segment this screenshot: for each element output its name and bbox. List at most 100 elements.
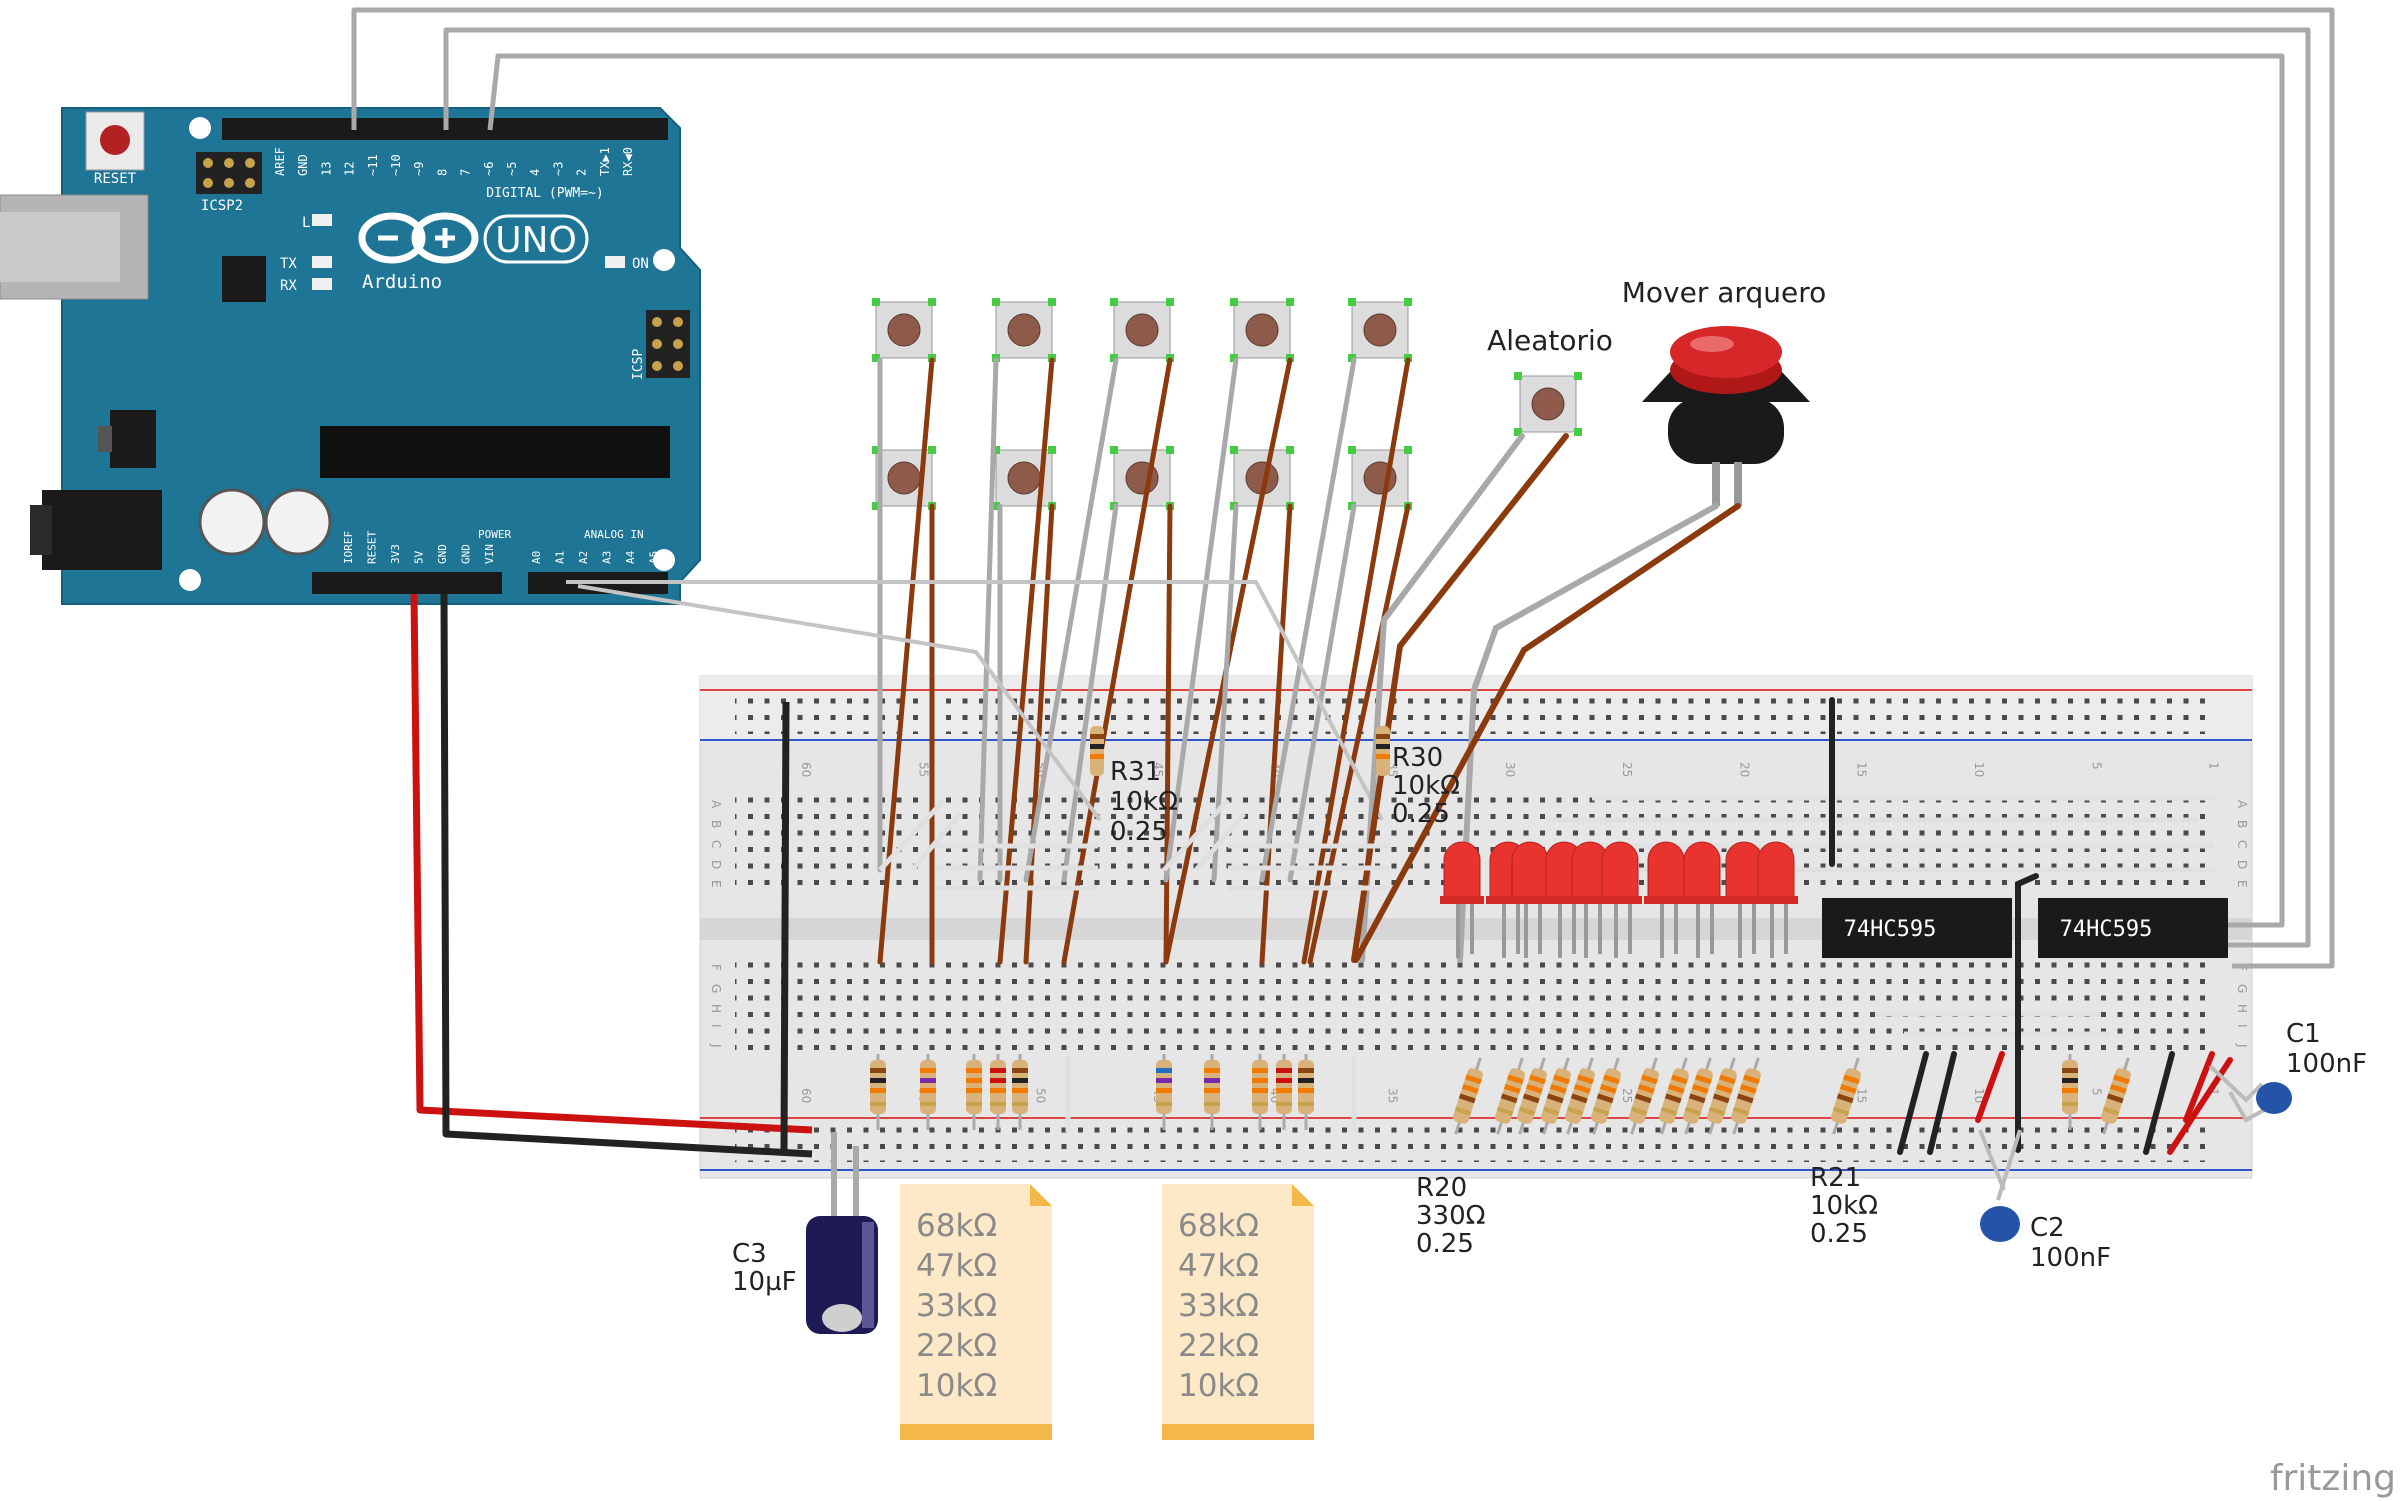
usb-chip: [222, 256, 266, 302]
ic-74hc595-2: 74HC595: [2038, 898, 2228, 958]
led: [1440, 841, 1484, 958]
button-wire: [1211, 503, 1239, 883]
svg-text:C1: C1: [2286, 1019, 2321, 1049]
column-number: 20: [1737, 762, 1751, 777]
capacitor-c1: [2208, 1064, 2292, 1123]
led: [1680, 841, 1724, 958]
row-letter: I: [709, 1024, 723, 1028]
analog-pin-label: A1: [554, 551, 567, 564]
led-array: [1440, 841, 1798, 958]
resistor: [920, 1054, 936, 1130]
tx-led-label: TX: [280, 256, 297, 272]
resistor: [1629, 1057, 1659, 1135]
push-button[interactable]: [1230, 446, 1294, 510]
note-line: 47kΩ: [916, 1248, 997, 1284]
resistor-r30: [1376, 726, 1390, 776]
svg-text:0.25: 0.25: [1392, 799, 1450, 829]
resistor: [1252, 1054, 1268, 1130]
svg-text:R31: R31: [1110, 757, 1161, 787]
icsp2-header: [196, 152, 262, 194]
column-number: 1: [2207, 762, 2221, 770]
push-buttons[interactable]: [872, 298, 1412, 510]
analog-pin-label: A0: [530, 551, 543, 564]
digital-pin-label: 12: [343, 162, 357, 176]
push-button[interactable]: [1110, 446, 1174, 510]
button-wire: [977, 357, 999, 883]
aleatorio-button[interactable]: [1514, 372, 1582, 436]
button-wire: [1061, 503, 1119, 883]
analog-label: ANALOG IN: [584, 528, 644, 541]
resistor: [2062, 1054, 2078, 1130]
row-letter: J: [709, 1043, 723, 1048]
column-number: 10: [1972, 762, 1986, 777]
svg-text:C3: C3: [732, 1239, 767, 1269]
atmega-chip: [320, 426, 670, 478]
push-button[interactable]: [992, 298, 1056, 362]
row-letter: J: [2235, 1043, 2249, 1048]
power-pin-label: IOREF: [342, 531, 355, 564]
digital-pin-label: 8: [435, 169, 449, 176]
aleatorio-label: Aleatorio: [1487, 324, 1613, 357]
power-pin-label: GND: [460, 544, 473, 564]
row-letter: E: [2235, 880, 2249, 888]
column-number: 35: [1386, 1088, 1400, 1103]
r20-label: R20 330Ω 0.25: [1416, 1173, 1486, 1259]
svg-text:74HC595: 74HC595: [1844, 917, 1937, 942]
digital-pin-label: ~10: [389, 154, 403, 176]
mover-arquero-button[interactable]: [1642, 326, 1810, 506]
power-pin-label: 3V3: [389, 544, 402, 564]
r21-label: R21 10kΩ 0.25: [1810, 1163, 1878, 1249]
push-button[interactable]: [1110, 298, 1174, 362]
push-button[interactable]: [872, 298, 936, 362]
note-line: 68kΩ: [1178, 1208, 1259, 1244]
regulator: [110, 410, 156, 468]
ic-74hc595-1: 74HC595: [1822, 898, 2012, 958]
power-jack: [42, 490, 162, 570]
svg-text:R20: R20: [1416, 1173, 1467, 1203]
analog-pin-label: A4: [624, 550, 637, 564]
push-button[interactable]: [1348, 446, 1412, 510]
push-button[interactable]: [1230, 298, 1294, 362]
column-number: 5: [2089, 762, 2103, 770]
digital-pin-label: 7: [459, 169, 473, 176]
button-wire: [997, 357, 1055, 965]
push-button[interactable]: [992, 446, 1056, 510]
digital-pin-label: 2: [575, 169, 589, 176]
power-pin-label: RESET: [366, 531, 379, 564]
l-led-label: L: [302, 215, 310, 231]
digital-pin-label: 13: [319, 162, 333, 176]
resistor: [870, 1054, 886, 1130]
led: [1598, 841, 1642, 958]
resistor: [1012, 1054, 1028, 1130]
svg-text:R30: R30: [1392, 743, 1443, 773]
row-letter: C: [2235, 840, 2249, 848]
column-number: 25: [1620, 762, 1634, 777]
svg-text:0.25: 0.25: [1416, 1229, 1474, 1259]
row-letter: F: [709, 964, 723, 971]
row-letter: B: [709, 820, 723, 828]
row-letter: G: [2235, 984, 2249, 993]
power-pin-label: VIN: [483, 544, 496, 564]
resistor: [1591, 1057, 1621, 1135]
column-number: 15: [1855, 762, 1869, 777]
svg-text:10kΩ: 10kΩ: [1110, 787, 1178, 817]
board-capacitor: [264, 488, 332, 556]
button-wire: [1163, 357, 1239, 883]
button-wire: [1023, 357, 1119, 883]
row-letter: E: [709, 880, 723, 888]
row-letter: B: [2235, 820, 2249, 828]
push-button[interactable]: [1348, 298, 1412, 362]
resistor: [1659, 1057, 1689, 1135]
resistor: [1298, 1054, 1314, 1130]
resistor: [1276, 1054, 1292, 1130]
digital-pin-label: RX◀0: [621, 147, 635, 176]
digital-pin-label: AREF: [273, 147, 287, 176]
analog-pin-label: A2: [577, 551, 590, 564]
mover-arquero-label: Mover arquero: [1622, 276, 1826, 309]
digital-pin-label: GND: [296, 154, 310, 176]
reset-label: RESET: [94, 171, 137, 187]
row-letter: G: [709, 984, 723, 993]
